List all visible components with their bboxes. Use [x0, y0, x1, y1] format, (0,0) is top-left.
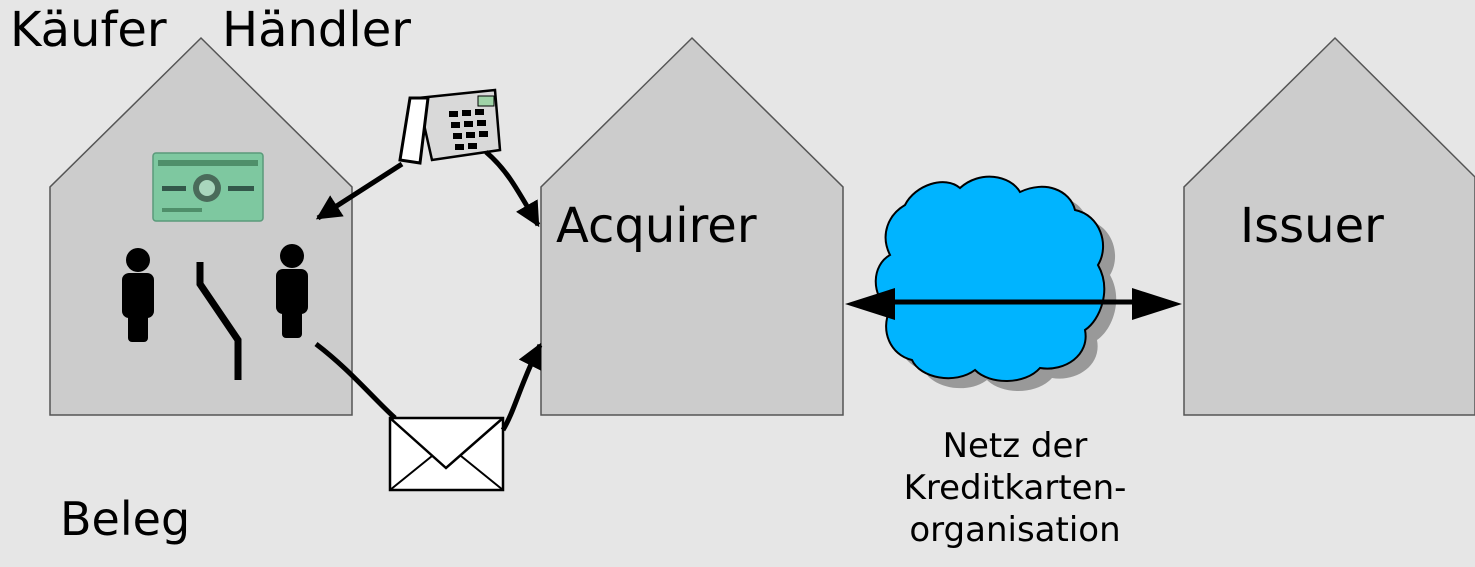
haendler-label: Händler	[222, 2, 411, 58]
signature-line	[196, 262, 242, 380]
acquirer-house	[540, 36, 844, 416]
credit-card-icon	[152, 152, 264, 222]
cloud-icon	[874, 175, 1117, 392]
arrow-phone-to-acquirer	[484, 150, 541, 228]
network-label-line1: Netz der	[942, 426, 1088, 466]
arrowhead-right	[1132, 288, 1182, 320]
issuer-label: Issuer	[1240, 198, 1384, 254]
issuer-house	[1183, 36, 1475, 416]
person-icon	[276, 244, 308, 338]
beleg-label: Beleg	[60, 492, 191, 546]
network-label-line2: Kreditkarten-	[903, 468, 1127, 508]
arrow-phone-to-merchant	[315, 161, 404, 221]
network-label: Netz der Kreditkarten- organisation	[850, 425, 1180, 551]
arrow-envelope-to-acquirer	[500, 342, 543, 432]
envelope-icon	[388, 416, 505, 492]
network-label-line3: organisation	[909, 510, 1121, 550]
merchant-house	[49, 36, 353, 416]
telephone-icon	[398, 88, 502, 165]
kaeufer-label: Käufer	[10, 2, 167, 58]
arrowhead-left	[845, 288, 895, 320]
line-person-to-envelope	[314, 342, 397, 420]
person-icon	[122, 248, 154, 342]
acquirer-label: Acquirer	[556, 198, 757, 254]
